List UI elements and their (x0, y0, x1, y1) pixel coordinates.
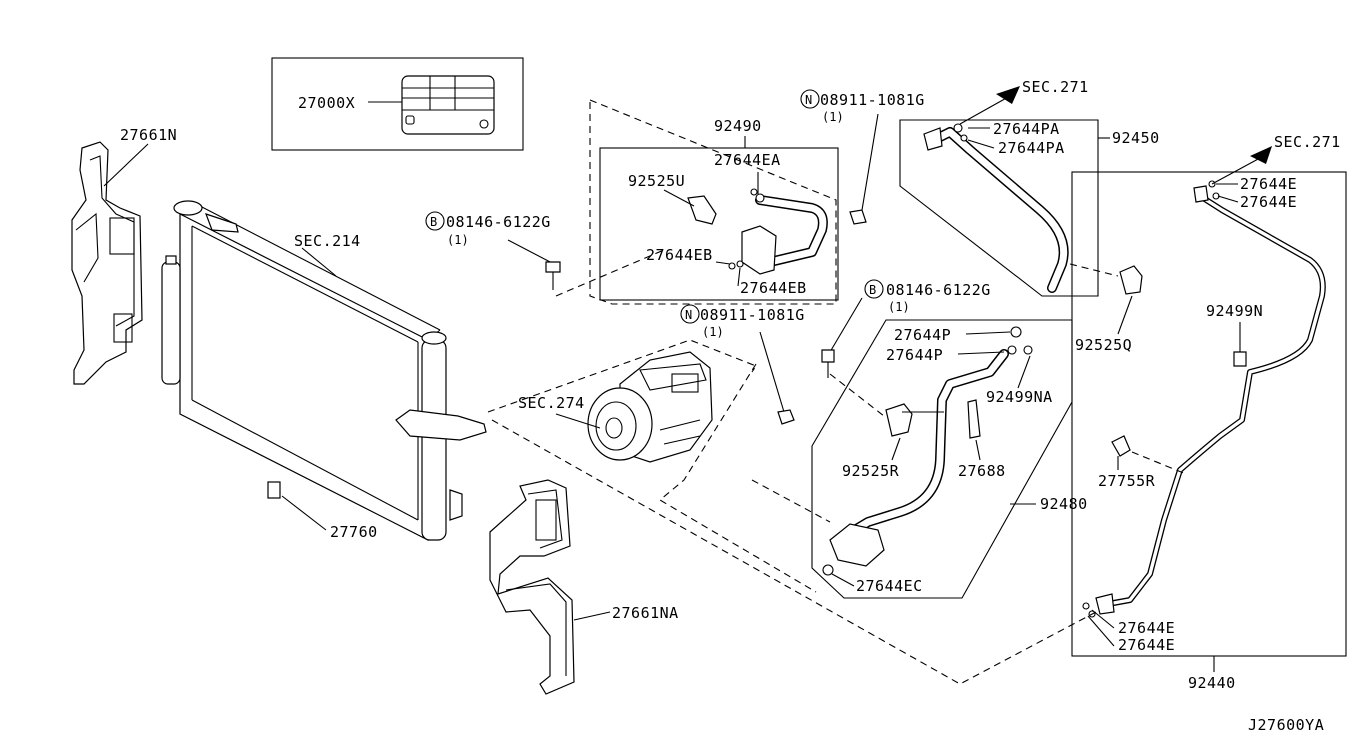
bolt-right-08146-6122G[interactable]: B 08146-6122G (1) (821, 279, 991, 378)
callout-92480: 92480 (1040, 495, 1088, 513)
callout-92490: 92490 (714, 117, 762, 135)
svg-text:N: N (685, 308, 692, 322)
part-27760[interactable]: 27760 (267, 481, 378, 541)
hose-fitting-icon (829, 523, 885, 567)
condenser-fitting (395, 409, 487, 441)
warning-label-icon (401, 75, 495, 135)
callout-SEC274: SEC.274 (518, 394, 585, 412)
clip-27755R-icon (1111, 435, 1131, 457)
callout-SEC271-a: SEC.271 (1022, 78, 1089, 96)
clip-92525Q-icon (1119, 265, 1143, 295)
callout-nut-top-code: 08911-1081G (820, 91, 925, 109)
dashed-line-e (829, 373, 885, 417)
callout-92440: 92440 (1188, 674, 1236, 692)
clip-92525U-icon (687, 195, 717, 225)
frame-92490 (599, 147, 839, 301)
dashed-line-f (751, 479, 831, 523)
clip-92525Q[interactable]: 92525Q (1069, 263, 1143, 354)
callout-27755R: 27755R (1098, 472, 1156, 490)
pipe-group-92440[interactable]: SEC.271 27644E 27644E 92499N 27644E 2764… (1071, 133, 1347, 692)
bolt-right-icon (821, 349, 835, 363)
callout-27661NA: 27661NA (612, 604, 679, 622)
callout-27661N: 27661N (120, 126, 177, 144)
callout-27644EB-b: 27644EB (740, 279, 807, 297)
clip-92525R-icon (885, 403, 913, 437)
dashed-line-d (659, 363, 817, 593)
callout-92450: 92450 (1112, 129, 1160, 147)
callout-92525R: 92525R (842, 462, 900, 480)
svg-text:B: B (430, 215, 437, 229)
arrow-to-sec271-icon (996, 86, 1020, 104)
callout-27644E-b: 27644E (1240, 193, 1297, 211)
callout-92525U: 92525U (628, 172, 685, 190)
callout-27644EC: 27644EC (856, 577, 923, 595)
clip-27755R[interactable]: 27755R (1098, 435, 1187, 490)
diagram-code: J27600YA (1248, 716, 1324, 734)
callout-92499NA: 92499NA (986, 388, 1053, 406)
callout-27644E-d: 27644E (1118, 636, 1175, 654)
dashed-line-a (487, 339, 757, 413)
callout-bolt-left-qty: (1) (447, 233, 469, 247)
callout-27644EB-a: 27644EB (646, 246, 713, 264)
nut-top-08911-1081G[interactable]: N 08911-1081G (1) (800, 89, 925, 225)
dashed-outline-92490 (589, 99, 837, 305)
callout-27644E-a: 27644E (1240, 175, 1297, 193)
hose-group-92490[interactable]: 92490 27644EA 92525U 27644EB 27644EB (599, 117, 839, 301)
callout-nut-mid-qty: (1) (702, 325, 724, 339)
dashed-line-b (491, 419, 1097, 685)
callout-27644PA-b: 27644PA (998, 139, 1065, 157)
frame-92480 (811, 319, 1073, 599)
callout-92499N: 92499N (1206, 302, 1263, 320)
nut-mid-icon (777, 409, 795, 425)
bracket-27661NA[interactable]: 27661NA (489, 479, 679, 695)
nut-top-icon (849, 209, 867, 225)
bolt-marker-icon (425, 211, 445, 231)
bolt-marker-right-icon (864, 279, 884, 299)
callout-SEC271-b: SEC.271 (1274, 133, 1341, 151)
side-tank (421, 339, 447, 541)
hose-group-92450[interactable]: SEC.271 27644PA 27644PA 92450 (899, 78, 1160, 297)
callout-27644EA: 27644EA (714, 151, 781, 169)
callout-27644PA-a: 27644PA (993, 120, 1060, 138)
bolt-left-icon (545, 261, 561, 273)
callout-27644E-c: 27644E (1118, 619, 1175, 637)
callout-27644P-a: 27644P (894, 326, 951, 344)
callout-bolt-left-code: 08146-6122G (446, 213, 551, 231)
svg-text:B: B (869, 283, 876, 297)
label-box-frame (271, 57, 524, 151)
compressor-fitting (741, 225, 777, 275)
bracket-27661N[interactable]: 27661N (71, 126, 177, 385)
nut-marker-mid-icon (680, 304, 700, 324)
callout-27688: 27688 (958, 462, 1006, 480)
compressor-SEC274[interactable]: SEC.274 (518, 351, 713, 463)
callout-nut-top-qty: (1) (822, 110, 844, 124)
callout-nut-mid-code: 08911-1081G (700, 306, 805, 324)
frame-92440 (1071, 171, 1347, 657)
clip-27760-icon (267, 481, 281, 499)
callout-27644P-b: 27644P (886, 346, 943, 364)
callout-bolt-right-code: 08146-6122G (886, 281, 991, 299)
radiator-cap-icon (173, 200, 203, 216)
callout-27000X: 27000X (298, 94, 355, 112)
svg-text:N: N (805, 93, 812, 107)
hose-group-92480[interactable]: 27644P 27644P 92499NA 92525R 27688 92480… (811, 319, 1088, 599)
nut-mid-08911-1081G[interactable]: N 08911-1081G (1) (680, 304, 805, 425)
dashed-line-c (555, 249, 665, 297)
callout-bolt-right-qty: (1) (888, 300, 910, 314)
arrow-to-sec271-b-icon (1250, 146, 1272, 164)
bolt-left-08146-6122G[interactable]: B 08146-6122G (1) (425, 211, 561, 290)
callout-27760: 27760 (330, 523, 378, 541)
part-27688-icon (967, 399, 981, 439)
nut-marker-icon (800, 89, 820, 109)
callout-SEC214: SEC.214 (294, 232, 361, 250)
frame-92450 (899, 119, 1099, 297)
callout-92525Q: 92525Q (1075, 336, 1132, 354)
label-27000X-group[interactable]: 27000X (271, 57, 524, 151)
receiver-drier (161, 261, 181, 385)
condenser-assembly[interactable]: SEC.214 (161, 200, 487, 541)
